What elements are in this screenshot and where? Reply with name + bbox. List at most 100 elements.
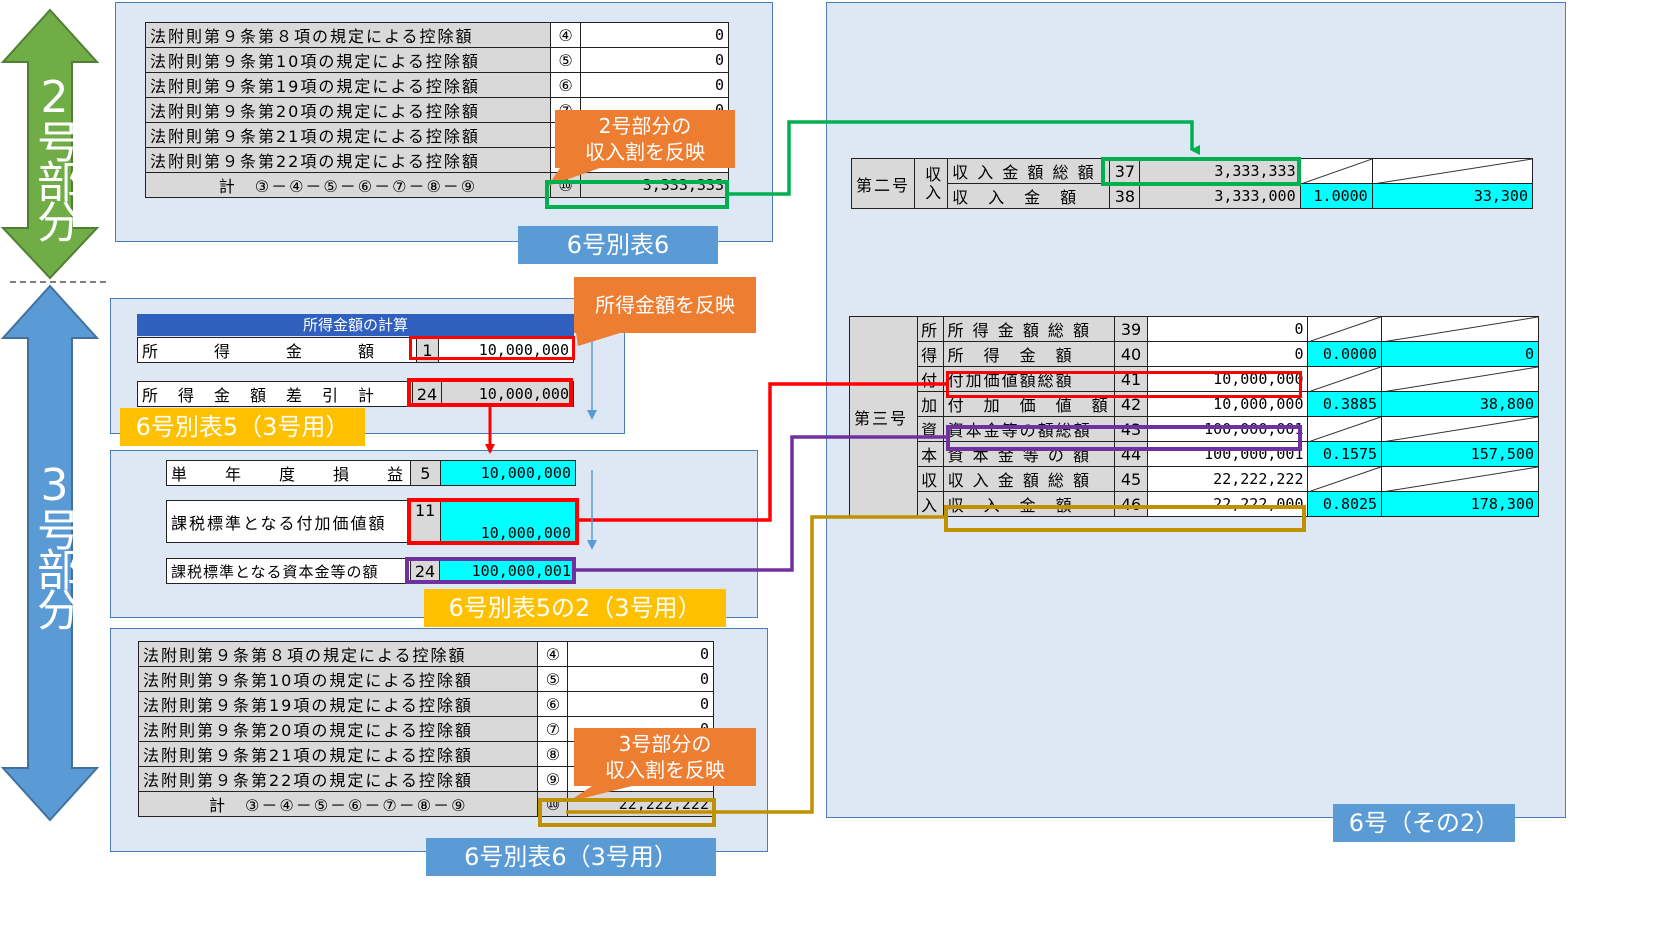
row-num: ⑥ xyxy=(549,72,582,98)
dai3-side: 入 xyxy=(916,491,944,517)
dai3-amount-diag xyxy=(1381,366,1539,392)
table5-2-row11: 課税標準となる付加価値額 11 10,000,000 xyxy=(166,500,577,543)
dai3-label: 資 本 金 等 の 額 xyxy=(942,441,1115,467)
table5-header: 所得金額の計算 xyxy=(137,314,574,336)
dai3-label: 所 得 金 額 xyxy=(942,341,1115,367)
dai2-group: 第二号 xyxy=(850,158,916,209)
dai3-num: 45 xyxy=(1113,466,1149,492)
dai3-ratio: 0.8025 xyxy=(1307,491,1383,517)
dai3-amount: 0 xyxy=(1381,341,1539,367)
callout-3go-text: 3号部分の 収入割を反映 xyxy=(605,732,725,782)
row-label: 法附則第９条第10項の規定による控除額 xyxy=(137,666,539,692)
dai3-value: 0 xyxy=(1147,341,1309,367)
callout-shotoku: 所得金額を反映 xyxy=(574,277,756,333)
doc-label-table5: 6号別表5（3号用） xyxy=(120,408,365,446)
dai2-row38-value: 3,333,000 xyxy=(1139,183,1301,209)
green-connector xyxy=(728,120,1200,196)
dai3-label: 付加価値額総額 xyxy=(942,366,1115,392)
dai3-side: 得 xyxy=(916,341,944,367)
dai2-row37-num: 37 xyxy=(1109,158,1141,184)
row-num: ④ xyxy=(537,641,569,667)
hl-gold-table6-3-total xyxy=(538,798,716,827)
row-label: 法附則第９条第22項の規定による控除額 xyxy=(145,147,551,173)
total-label: 計 ③－④－⑤－⑥－⑦－⑧－⑨ xyxy=(137,791,539,817)
dai3-ratio-diag xyxy=(1307,366,1383,392)
row-num: ④ xyxy=(549,22,582,48)
top-side-label: 2号部分 xyxy=(29,72,80,239)
table5-2-row24-num: 24 xyxy=(409,558,441,584)
row-label: 法附則第９条第19項の規定による控除額 xyxy=(137,691,539,717)
dai3-num: 46 xyxy=(1113,491,1149,517)
table5-2-row11-value: 10,000,000 xyxy=(439,500,577,543)
row-label: 法附則第９条第21項の規定による控除額 xyxy=(137,741,539,767)
dai3-ratio: 0.3885 xyxy=(1307,391,1383,417)
dai3-value: 22,222,000 xyxy=(1147,491,1309,517)
callout-2go-text: 2号部分の 収入割を反映 xyxy=(585,114,705,164)
hl-green-row37 xyxy=(1101,157,1301,186)
callout-shotoku-text: 所得金額を反映 xyxy=(595,293,735,317)
table5-2-row11-label: 課税標準となる付加価値額 xyxy=(166,500,411,543)
dai3-amount-diag xyxy=(1381,466,1539,492)
dai3-group: 第三号 xyxy=(849,316,918,517)
hl-purple-row43 xyxy=(946,425,1302,451)
row-label: 法附則第９条第10項の規定による控除額 xyxy=(145,47,551,73)
hl-red-row41 xyxy=(946,371,1302,398)
row-label: 法附則第９条第20項の規定による控除額 xyxy=(145,97,551,123)
row-label: 法附則第９条第22項の規定による控除額 xyxy=(137,766,539,792)
dai2-sub: 収入 xyxy=(914,158,949,209)
row-num: ⑦ xyxy=(537,716,569,742)
dai3-label: 収 入 金 額 総 額 xyxy=(942,466,1115,492)
table5-2-row11-num: 11 xyxy=(409,500,441,543)
row-label: 法附則第９条第８項の規定による控除額 xyxy=(145,22,551,48)
table5-row1-label: 所 得 金 額 xyxy=(137,337,417,363)
dai3-value: 0 xyxy=(1147,316,1309,342)
row-value: 0 xyxy=(580,47,729,73)
main-dai2-table: 第二号 収入 収 入 金 額 総 額 37 3,333,333 収 入 金 額 … xyxy=(850,158,1534,209)
hl-gold-row46 xyxy=(944,505,1306,532)
dai2-row37-ratio xyxy=(1299,158,1373,184)
row-num: ⑧ xyxy=(537,741,569,767)
dai3-label: 収 入 金 額 xyxy=(942,491,1115,517)
dai3-amount-diag xyxy=(1381,316,1539,342)
red-connector xyxy=(578,382,948,522)
top-double-arrow xyxy=(0,8,100,280)
dai3-amount-diag xyxy=(1381,416,1539,442)
bottom-side-label: 3号部分 xyxy=(29,460,80,627)
row-num: ⑥ xyxy=(537,691,569,717)
doc-label-table5-2: 6号別表5の2（3号用） xyxy=(424,589,726,627)
table5-2-row24-label: 課税標準となる資本金等の額 xyxy=(166,558,411,584)
dai3-side: 収 xyxy=(916,466,944,492)
row-num: ⑤ xyxy=(537,666,569,692)
doc-label-table6-3: 6号別表6（3号用） xyxy=(426,838,716,876)
dai3-value: 100,000,001 xyxy=(1147,416,1309,442)
row-value: 0 xyxy=(567,691,714,717)
total-label: 計 ③－④－⑤－⑥－⑦－⑧－⑨ xyxy=(145,172,551,198)
table5-row24-value: 10,000,000 xyxy=(441,381,574,407)
callout-3go-income: 3号部分の 収入割を反映 xyxy=(574,728,756,786)
dai3-label: 所 得 金 額 総 額 xyxy=(942,316,1115,342)
dai3-ratio-diag xyxy=(1307,416,1383,442)
row-label: 法附則第９条第20項の規定による控除額 xyxy=(137,716,539,742)
dai2-row38-amount: 33,300 xyxy=(1371,183,1534,209)
table5-2-row5-value: 10,000,000 xyxy=(439,460,577,486)
hl-green-table6-total xyxy=(545,180,729,209)
bottom-double-arrow xyxy=(0,284,100,822)
hl-red-table5-row24 xyxy=(407,378,573,407)
table5-row24: 所 得 金 額 差 引 計 24 10,000,000 xyxy=(137,381,574,407)
side-arrows xyxy=(0,8,110,822)
total-num: ⑩ xyxy=(537,791,569,817)
callout2-tail xyxy=(576,333,620,346)
table5-2-row5-label: 単 年 度 損 益 xyxy=(166,460,411,486)
